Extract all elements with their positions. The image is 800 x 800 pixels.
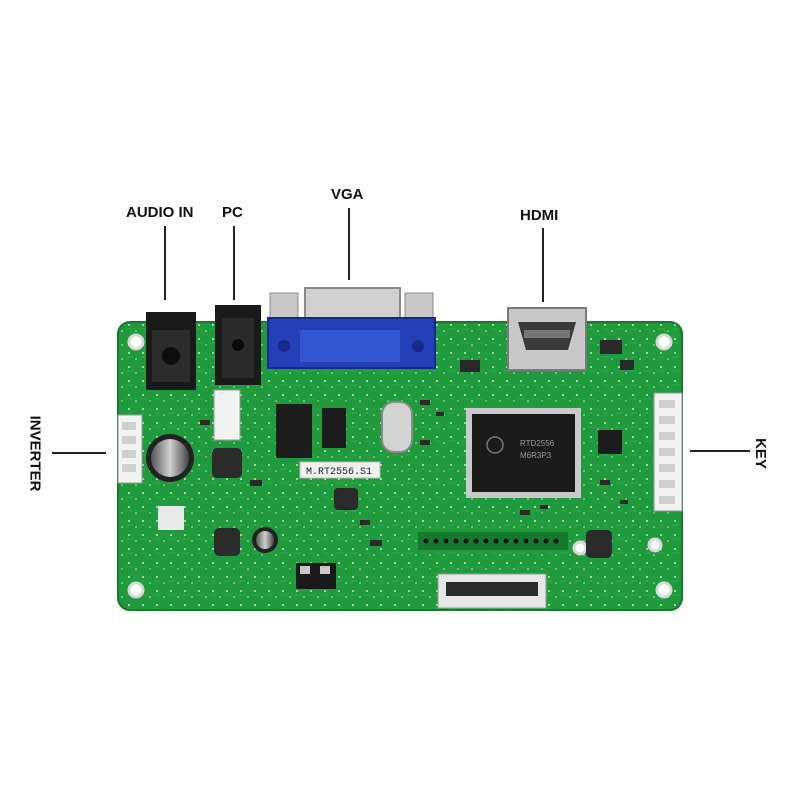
vga-leader (348, 208, 350, 280)
small-ics (276, 404, 622, 458)
chip-marking-2: M6R3P3 (520, 451, 552, 460)
audio-in-jack (146, 312, 196, 390)
small-header (213, 389, 241, 441)
mounting-holes (127, 333, 673, 599)
key-leader (690, 450, 750, 452)
inverter-leader (52, 452, 106, 454)
vga-connector (267, 287, 436, 369)
key-header (653, 392, 683, 512)
hdmi-connector (507, 307, 587, 371)
audio-in-label: AUDIO IN (126, 204, 194, 221)
model-silkscreen: M.RT2556.S1 (306, 467, 372, 478)
white-pad (158, 506, 184, 530)
inverter-header (117, 414, 143, 484)
capacitors (146, 434, 278, 553)
pc-audio-jack (215, 305, 261, 385)
inductors (212, 448, 612, 558)
jumper (296, 563, 336, 589)
main-chip: RTD2556 M6R3P3 (466, 408, 581, 498)
vga-label: VGA (331, 186, 364, 203)
chip-marking-1: RTD2556 (520, 439, 555, 448)
pc-label: PC (222, 204, 243, 221)
pc-leader (233, 226, 235, 300)
hdmi-leader (542, 228, 544, 302)
smd-components (200, 340, 634, 546)
pin-row (418, 532, 568, 550)
hdmi-label: HDMI (520, 207, 559, 224)
crystal (381, 401, 413, 453)
lvds-connector (437, 573, 547, 609)
audio-in-leader (164, 226, 166, 300)
